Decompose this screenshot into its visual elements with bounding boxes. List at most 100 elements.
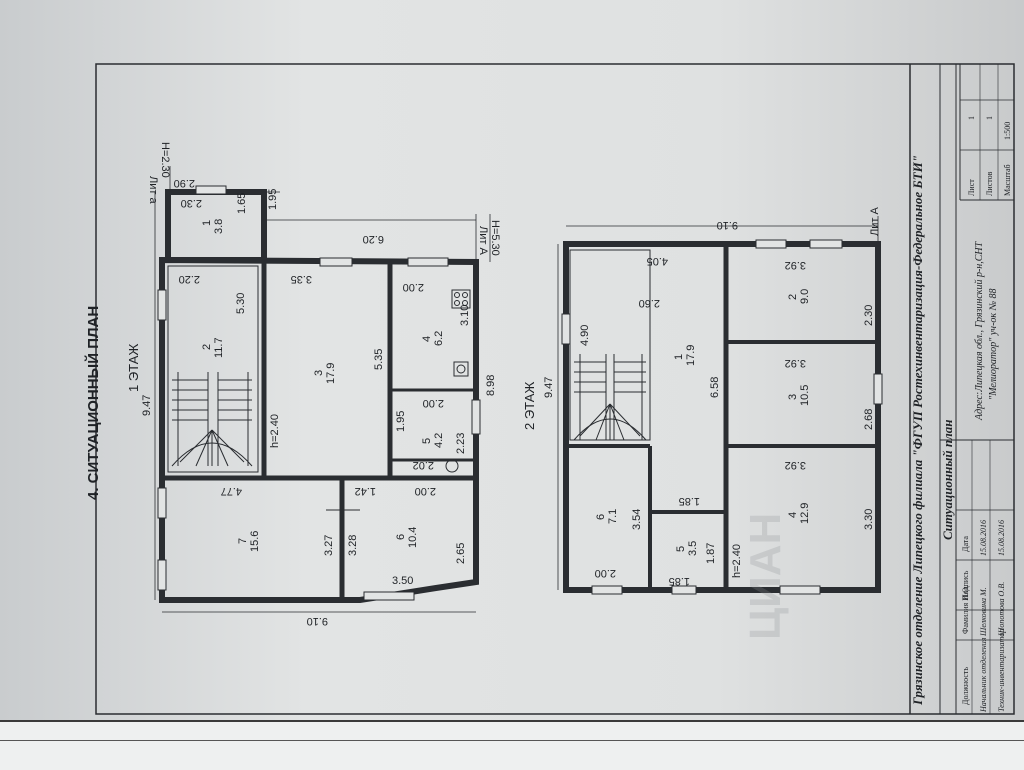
row1-date: 15.08.2016 xyxy=(979,520,988,556)
room-area: 15.6 xyxy=(249,531,261,552)
room-number: 4 xyxy=(421,336,433,342)
dim: 1.85 xyxy=(669,575,690,587)
col-sign: Подпись xyxy=(961,570,970,600)
dim: 2.68 xyxy=(863,409,875,430)
room-area: 7.1 xyxy=(607,509,619,524)
sheets-label: Листов xyxy=(985,171,994,196)
sheet-value: 1 xyxy=(967,116,976,120)
lit-A2-label: Лит А xyxy=(869,207,881,236)
title-block xyxy=(909,64,1014,714)
dim: 3.30 xyxy=(863,509,875,530)
dim: 3.35 xyxy=(291,273,312,285)
dim: 5.30 xyxy=(235,293,247,314)
dim: 2.60 xyxy=(639,297,660,309)
h-a-top: H=2.30 xyxy=(159,142,171,178)
row1-position: Начальник отделения xyxy=(979,637,988,713)
page-edge-line xyxy=(0,740,1024,741)
dim: 2.23 xyxy=(455,433,467,454)
room-area: 10.4 xyxy=(407,527,419,548)
room-area: 12.9 xyxy=(799,503,811,524)
room-number: 1 xyxy=(673,354,685,360)
address-line-1: Адрес:Липецкая обл., Грязинский р-н,СНТ xyxy=(974,240,985,421)
dim: 2.90 xyxy=(174,177,195,189)
floor2-outer-wall xyxy=(563,241,881,593)
floor2-label: 2 ЭТАЖ xyxy=(522,382,537,430)
plan-title: Ситуационный план xyxy=(940,420,955,540)
dim: 2.30 xyxy=(863,305,875,326)
room-area: 11.7 xyxy=(213,337,225,358)
dim: 3.92 xyxy=(785,357,806,369)
section-title: 4. СИТУАЦИОННЫЙ ПЛАН xyxy=(84,306,102,500)
floor2-h: h=2.40 xyxy=(731,544,743,578)
col-name: Фамилия И.О. xyxy=(961,585,970,634)
room-area: 17.9 xyxy=(325,363,337,384)
dim: 2.02 xyxy=(413,459,434,471)
floor1-labels: 1 ЭТАЖ Лит а H=2.30 Лит А H=5.30 h=2.40 … xyxy=(126,142,501,627)
dim: 2.20 xyxy=(179,273,200,285)
lit-A-label: Лит А xyxy=(477,226,489,255)
floor1-label: 1 ЭТАЖ xyxy=(126,344,141,392)
room-number: 4 xyxy=(787,512,799,518)
lit-a-top: Лит а xyxy=(147,176,159,204)
room-number: 2 xyxy=(201,344,213,350)
room-number: 3 xyxy=(313,370,325,376)
dim: 3.28 xyxy=(347,535,359,556)
row2-name: Шопотова О.В. xyxy=(997,582,1006,637)
dim: 3.10 xyxy=(459,305,471,326)
dim: 9.10 xyxy=(717,219,738,231)
dim: 2.65 xyxy=(455,543,467,564)
scale-value: 1:500 xyxy=(1003,122,1012,140)
room-number: 2 xyxy=(787,294,799,300)
dim: 1.42 xyxy=(355,485,376,497)
dim: 1.95 xyxy=(267,189,279,210)
floor2-labels: 2 ЭТАЖ Лит А h=2.40 9.10 4.05 3.92 2.60 … xyxy=(522,207,881,587)
room-area: 4.2 xyxy=(433,433,445,448)
sheets-value: 1 xyxy=(985,116,994,120)
floor2-plan xyxy=(557,216,883,595)
room-number: 6 xyxy=(395,534,407,540)
title-block-text: Грязинское отделение Липецкого филиала "… xyxy=(910,116,1012,713)
room-area: 9.0 xyxy=(799,289,811,304)
row2-date: 15.08.2016 xyxy=(997,520,1006,556)
dim: 2.30 xyxy=(181,197,202,209)
room-number: 3 xyxy=(787,394,799,400)
row1-name: Шелковина М. xyxy=(979,587,988,637)
dim: 1.87 xyxy=(705,543,717,564)
room-number: 1 xyxy=(201,220,213,226)
dim: 1.85 xyxy=(679,495,700,507)
scale-label: Масштаб xyxy=(1003,164,1012,196)
dim: 2.00 xyxy=(595,567,616,579)
dim: 3.27 xyxy=(323,535,335,556)
floor1-outer-wall xyxy=(159,256,479,603)
dim: 8.98 xyxy=(485,375,497,396)
floor1-h: h=2.40 xyxy=(269,414,281,448)
floor1-plan xyxy=(154,166,491,613)
dim: 4.90 xyxy=(579,325,591,346)
dim: 9.10 xyxy=(307,615,328,627)
room-area: 6.2 xyxy=(433,331,445,346)
room-number: 5 xyxy=(421,438,433,444)
dim: 9.47 xyxy=(141,395,153,416)
dim: 3.54 xyxy=(631,509,643,530)
org-line: Грязинское отделение Липецкого филиала "… xyxy=(910,155,925,706)
address-line-2: "Мелиоратор" уч-ок № 88 xyxy=(988,288,999,400)
dim: 3.50 xyxy=(392,575,413,587)
room-area: 17.9 xyxy=(685,345,697,366)
dim: 5.35 xyxy=(373,349,385,370)
dim: 9.47 xyxy=(543,377,555,398)
dim: 3.92 xyxy=(785,259,806,271)
sheet-label: Лист xyxy=(967,179,976,196)
row2-position: Техник-инвентаризатор xyxy=(997,629,1006,712)
dim: 6.20 xyxy=(363,233,384,245)
h-A-label: H=5.30 xyxy=(489,220,501,256)
dim: 1.95 xyxy=(395,411,407,432)
dim: 2.00 xyxy=(415,485,436,497)
dim: 2.00 xyxy=(423,397,444,409)
dim: 3.92 xyxy=(785,459,806,471)
room-area: 10.5 xyxy=(799,385,811,406)
col-date: Дата xyxy=(961,536,970,552)
dim: 2.00 xyxy=(403,281,424,293)
dim: 4.05 xyxy=(647,255,668,267)
